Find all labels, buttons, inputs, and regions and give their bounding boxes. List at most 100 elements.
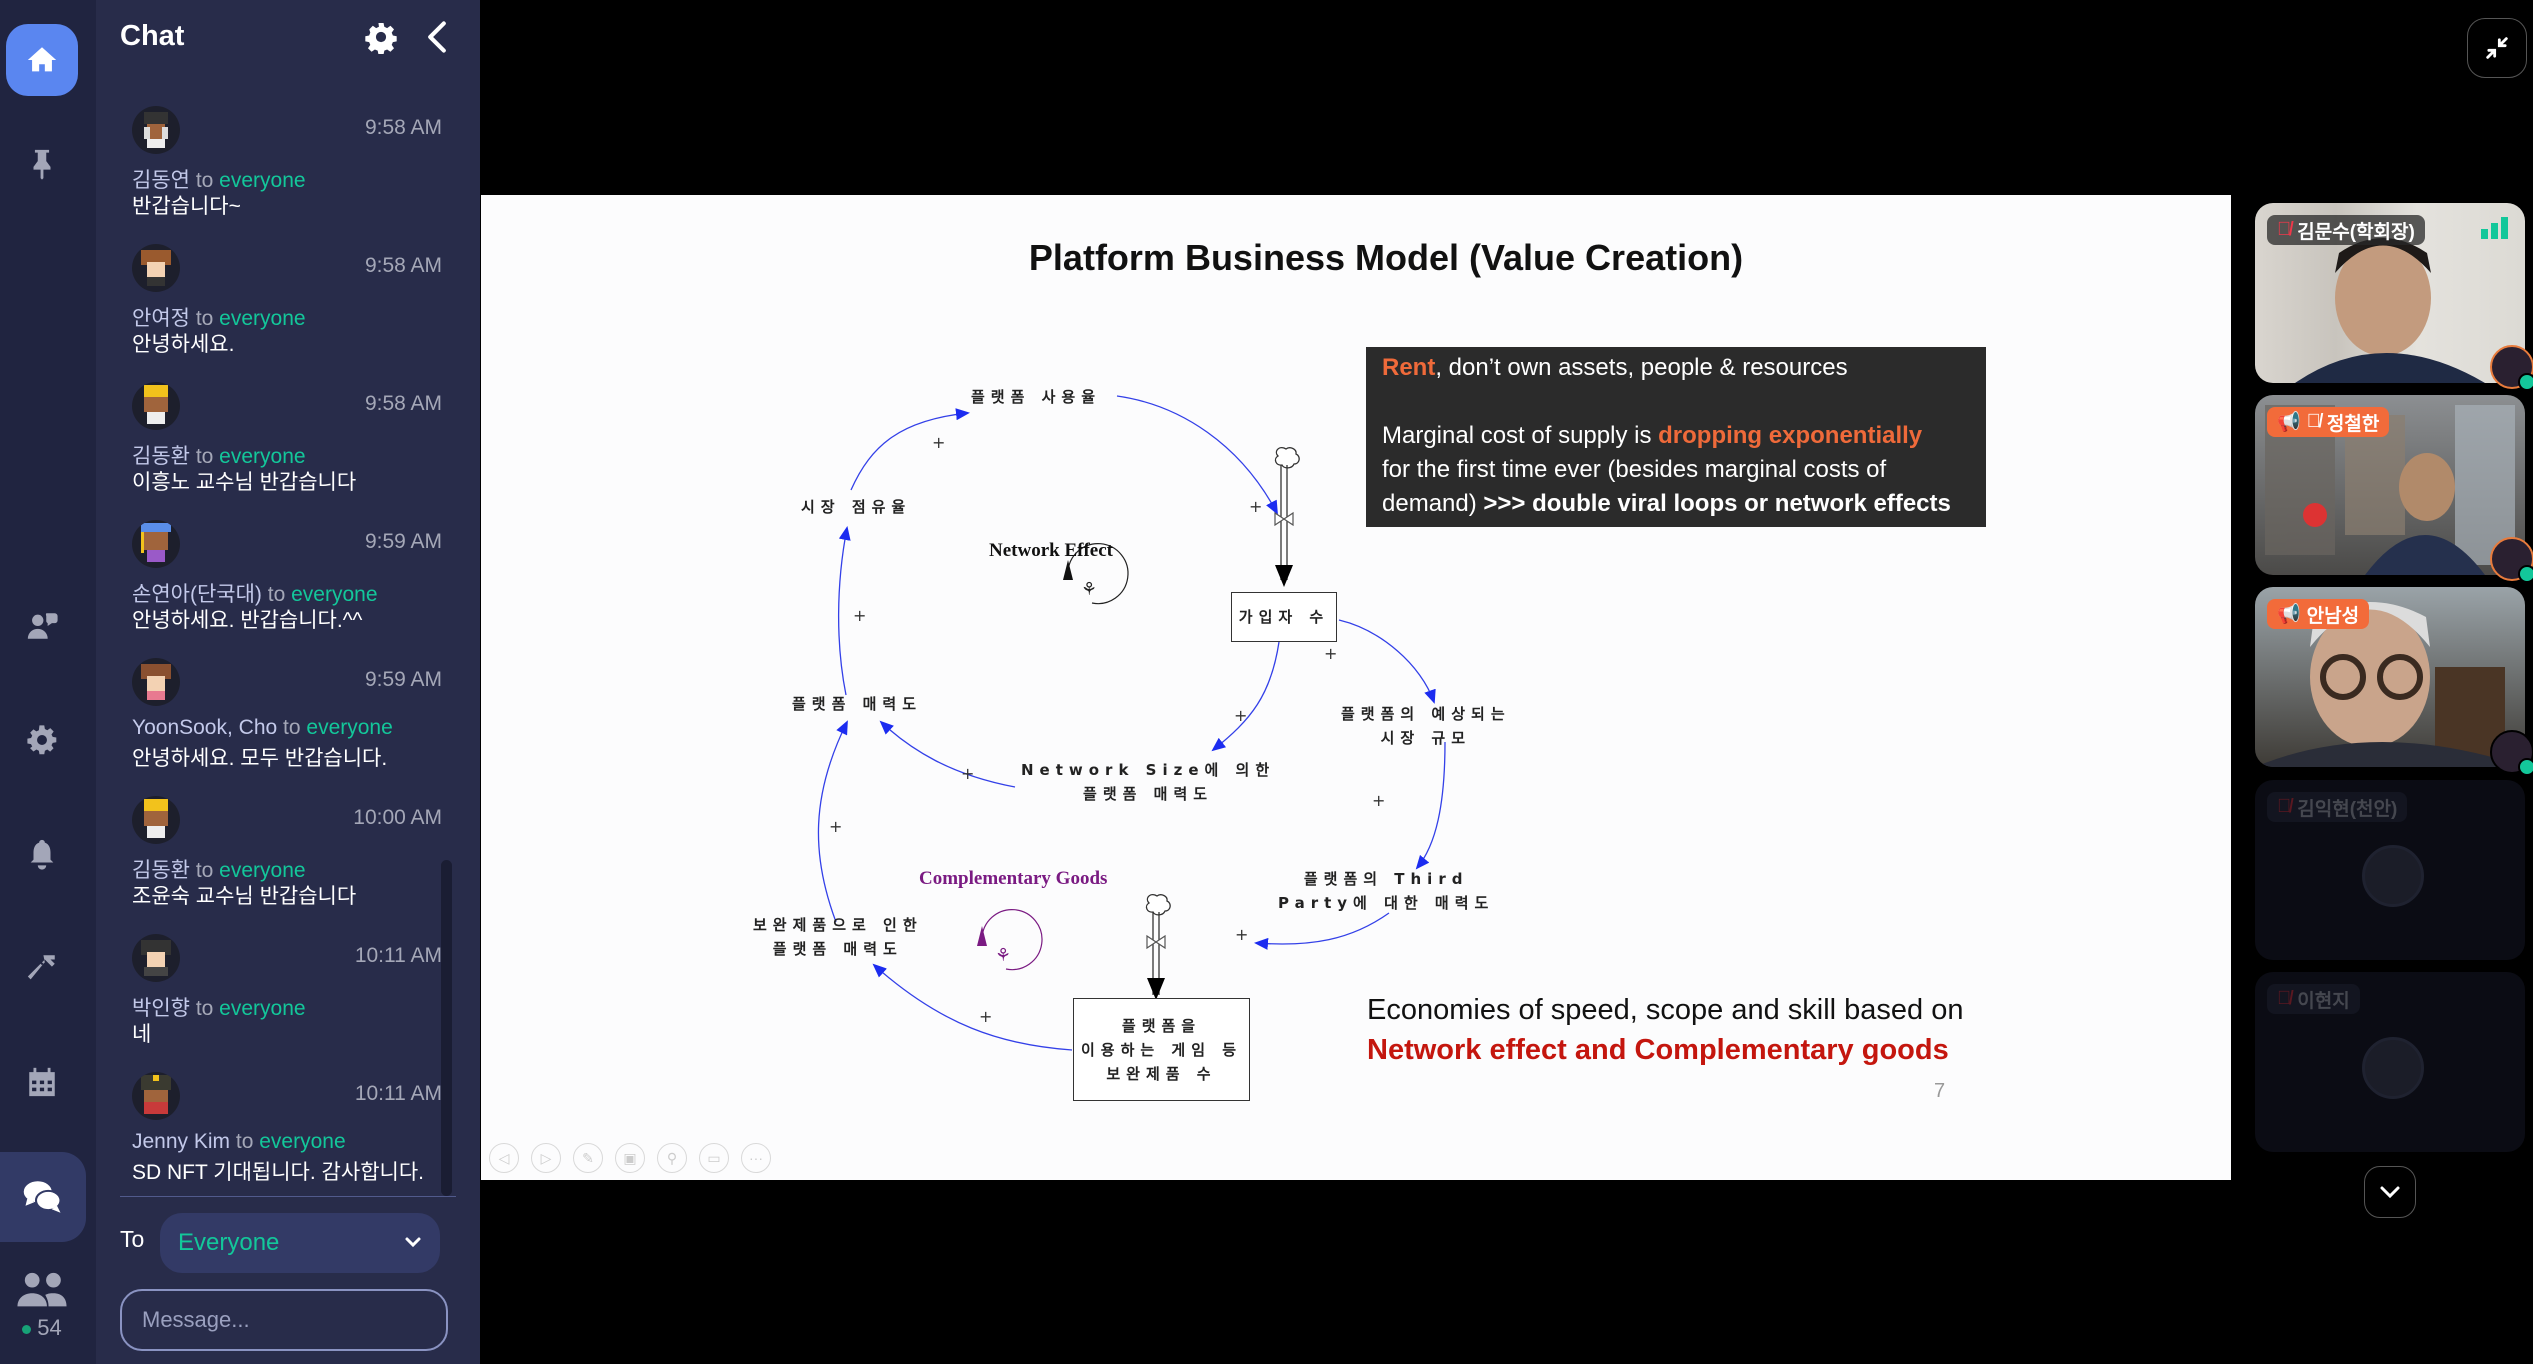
link-expected-third bbox=[1415, 741, 1446, 870]
sender-name[interactable]: Jenny Kim bbox=[132, 1130, 231, 1153]
recipient: everyone bbox=[291, 583, 378, 606]
online-indicator bbox=[2518, 373, 2533, 391]
prev-icon: ◁ bbox=[498, 1149, 510, 1166]
layout-button[interactable]: ▣ bbox=[615, 1143, 645, 1173]
nav-build-button[interactable] bbox=[6, 932, 78, 1004]
participant-name: 김문수(학회장) bbox=[2297, 221, 2415, 243]
polarity-sign: + bbox=[961, 764, 974, 783]
video-tile[interactable]: 🎙̸김익현(천안) bbox=[2255, 780, 2525, 960]
avatar bbox=[132, 934, 180, 982]
home-icon bbox=[27, 47, 57, 72]
callout-text: Marginal cost of supply is bbox=[1382, 422, 1659, 449]
link-compcount-compattr bbox=[872, 963, 1073, 1051]
recipient: everyone bbox=[259, 1130, 346, 1153]
polarity-sign: + bbox=[932, 433, 945, 452]
show-more-participants-button[interactable] bbox=[2364, 1166, 2416, 1218]
label-line: 보완제품 수 bbox=[1106, 1064, 1217, 1083]
polarity-sign: + bbox=[1324, 644, 1337, 663]
users-chat-icon bbox=[27, 613, 58, 639]
collapse-chat-icon[interactable] bbox=[426, 20, 448, 54]
participant-avatar bbox=[2362, 1037, 2424, 1099]
svg-text:⚘: ⚘ bbox=[995, 945, 1011, 965]
chat-message: 9:58 AM 김동환 to everyone 이흥노 교수님 반갑습니다 bbox=[132, 382, 442, 512]
message-text: 안녕하세요. 반갑습니다.^^ bbox=[132, 609, 363, 632]
sender-name[interactable]: 김동환 bbox=[132, 859, 190, 882]
sender-name[interactable]: 손연아(단국대) bbox=[132, 583, 262, 606]
label-line: 이용하는 게임 등 bbox=[1080, 1040, 1243, 1059]
network-effect-label: Network Effect bbox=[989, 540, 1113, 561]
recipient: everyone bbox=[219, 307, 306, 330]
prev-slide-button[interactable]: ◁ bbox=[489, 1143, 519, 1173]
more-button[interactable]: ··· bbox=[741, 1143, 771, 1173]
message-input[interactable] bbox=[120, 1289, 448, 1351]
nav-calendar-button[interactable] bbox=[6, 1046, 78, 1118]
message-text: 네 bbox=[132, 1023, 152, 1046]
sender-name[interactable]: 안여정 bbox=[132, 307, 190, 330]
divider bbox=[120, 1196, 456, 1197]
members-button[interactable]: 54 bbox=[10, 1272, 74, 1341]
nav-people-chat-button[interactable] bbox=[6, 590, 78, 662]
zoom-button[interactable]: ⚲ bbox=[657, 1143, 687, 1173]
chat-message: 10:11 AM 박인향 to everyone 네 bbox=[132, 934, 442, 1064]
chat-message: 10:11 AM Jenny Kim to everyone SD NFT 기대… bbox=[132, 1072, 442, 1194]
video-tile[interactable]: 📢안남성 bbox=[2255, 587, 2525, 767]
online-indicator bbox=[2518, 565, 2533, 583]
recipient: everyone bbox=[219, 445, 306, 468]
participant-tag: 🎙̸이현지 bbox=[2267, 984, 2360, 1014]
to-word: to bbox=[195, 859, 214, 882]
polarity-sign: + bbox=[829, 817, 842, 836]
sender-name[interactable]: 김동연 bbox=[132, 169, 190, 192]
calendar-icon bbox=[29, 1067, 55, 1097]
signal-strength-icon bbox=[2481, 217, 2508, 239]
subtitle-button[interactable]: ▭ bbox=[699, 1143, 729, 1173]
video-tile[interactable]: 🎙̸이현지 bbox=[2255, 972, 2525, 1152]
exit-fullscreen-button[interactable] bbox=[2467, 18, 2527, 78]
nav-pin-button[interactable] bbox=[6, 128, 78, 200]
chat-settings-icon[interactable] bbox=[364, 20, 398, 54]
video-tile[interactable]: 🎙̸김문수(학회장) bbox=[2255, 203, 2525, 383]
callout-highlight: Rent bbox=[1382, 354, 1436, 381]
to-word: to bbox=[195, 997, 214, 1020]
pin-icon bbox=[33, 149, 51, 180]
next-slide-button[interactable]: ▷ bbox=[531, 1143, 561, 1173]
nav-chat-button[interactable] bbox=[0, 1152, 86, 1242]
hammer-icon bbox=[27, 955, 55, 980]
avatar bbox=[132, 244, 180, 292]
label-line: Party에 대한 매력도 bbox=[1278, 894, 1495, 912]
network-effect-loop-icon: ⚘ bbox=[1063, 543, 1129, 605]
message-time: 9:58 AM bbox=[364, 392, 442, 415]
message-time: 10:11 AM bbox=[354, 1082, 442, 1105]
left-navigation: 54 bbox=[0, 0, 96, 1364]
nav-home-button[interactable] bbox=[6, 24, 78, 96]
polarity-sign: + bbox=[1235, 925, 1248, 944]
link-compattr-attract bbox=[817, 720, 848, 923]
recipient-select[interactable]: Everyone bbox=[160, 1213, 440, 1273]
complementary-loop-icon: ⚘ bbox=[977, 909, 1043, 971]
sender-name[interactable]: 김동환 bbox=[132, 445, 190, 468]
sender-name[interactable]: 박인향 bbox=[132, 997, 190, 1020]
chevron-down-icon bbox=[2380, 1186, 2400, 1199]
nav-notifications-button[interactable] bbox=[6, 818, 78, 890]
message-meta: 박인향 to everyone bbox=[132, 992, 306, 1022]
slide-summary: Economies of speed, scope and skill base… bbox=[1367, 990, 1963, 1070]
slide-title: Platform Business Model (Value Creation) bbox=[1028, 237, 1744, 278]
participant-avatar bbox=[2490, 345, 2533, 391]
label-line: 플랫폼 매력도 bbox=[772, 940, 903, 958]
label-line: 플랫폼의 Third bbox=[1303, 870, 1469, 888]
recipient: everyone bbox=[306, 716, 393, 739]
message-list[interactable]: 9:58 AM 김동연 to everyone 반갑습니다~ 9:58 AM 안… bbox=[96, 96, 480, 1194]
chat-scrollbar[interactable] bbox=[441, 860, 452, 1196]
node-platform-usage: 플랫폼 사용율 bbox=[971, 388, 1102, 406]
sender-name[interactable]: YoonSook, Cho bbox=[132, 716, 278, 739]
label-line: 플랫폼 매력도 bbox=[1083, 785, 1214, 803]
presentation-slide: Platform Business Model (Value Creation)… bbox=[481, 195, 2231, 1180]
stock-label: 가입자 수 bbox=[1238, 608, 1330, 626]
video-tile[interactable]: 📢🎙̸정철한 bbox=[2255, 395, 2525, 575]
link-third-valve bbox=[1254, 912, 1390, 950]
pen-button[interactable]: ✎ bbox=[573, 1143, 603, 1173]
nav-settings-button[interactable] bbox=[6, 704, 78, 776]
message-text: 안녕하세요. 모두 반갑습니다. bbox=[132, 747, 388, 770]
summary-line: Economies of speed, scope and skill base… bbox=[1367, 994, 1964, 1026]
